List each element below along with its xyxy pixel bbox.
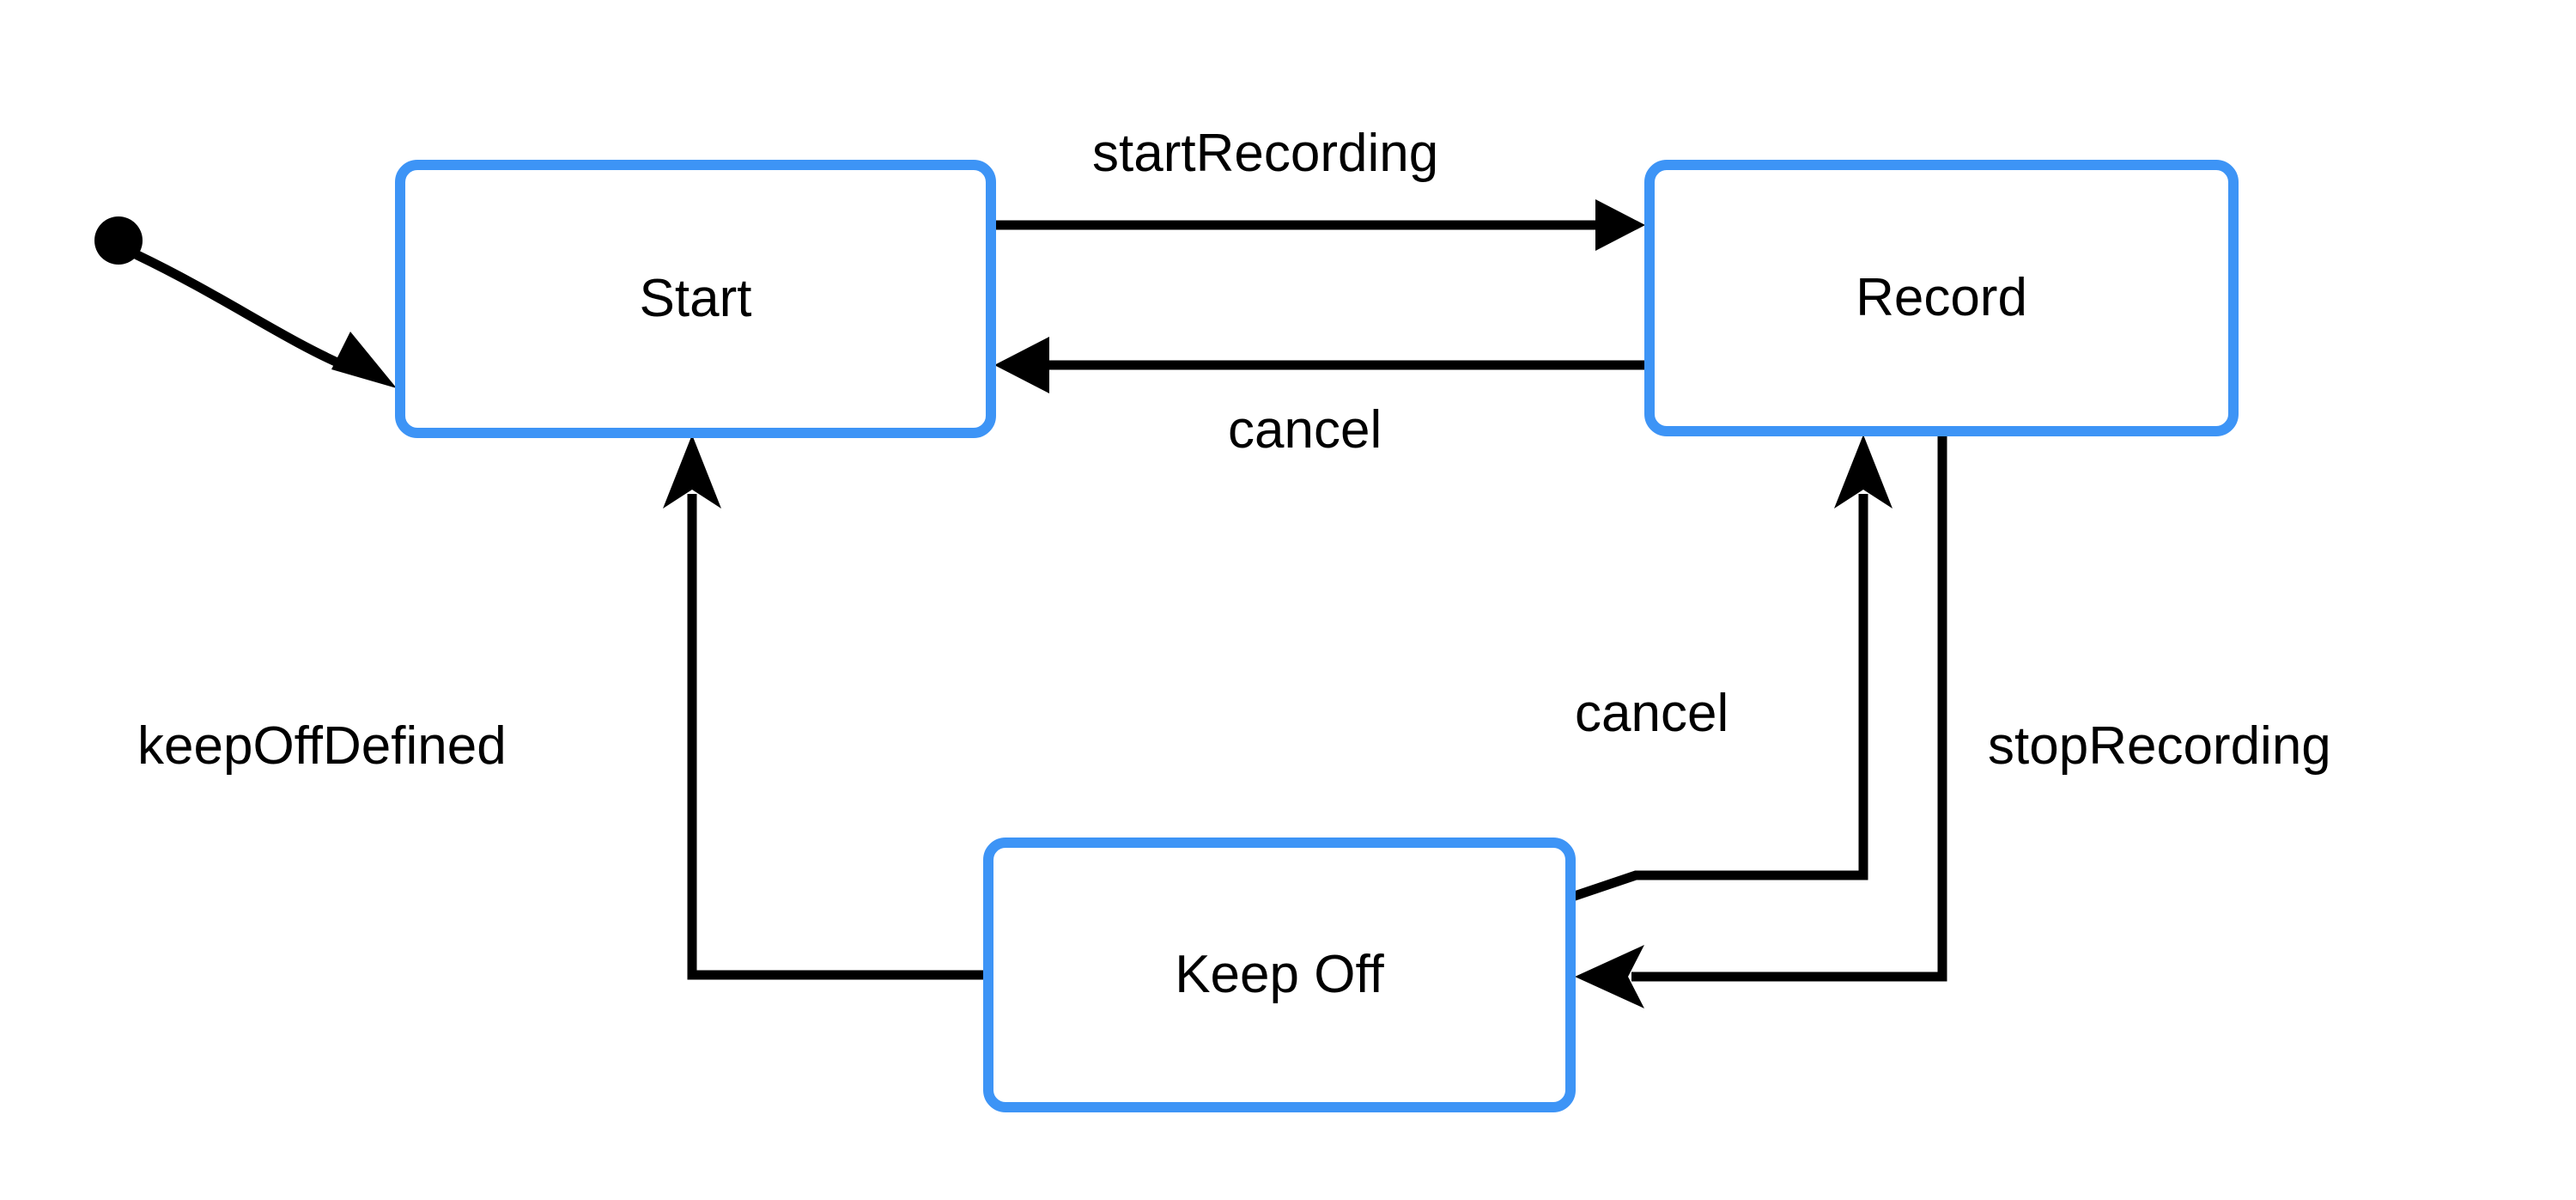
state-label-record: Record <box>1856 268 2027 327</box>
state-node-keep-off[interactable]: Keep Off <box>983 838 1576 1112</box>
state-node-record[interactable]: Record <box>1644 160 2239 436</box>
edge-keepoff-to-record[interactable] <box>1568 435 1893 903</box>
edge-record-to-keepoff[interactable] <box>1575 436 1947 1008</box>
arrowhead-keepoff-to-record <box>1834 435 1893 509</box>
state-label-start: Start <box>639 269 752 328</box>
edge-start-to-record[interactable] <box>996 199 1645 251</box>
edge-label-cancel-record-to-start: cancel <box>1228 400 1382 460</box>
edge-label-keep-off-defined: keepOffDefined <box>137 716 507 776</box>
edge-keepoff-to-start[interactable] <box>663 435 983 980</box>
arrowhead-initial-to-start <box>331 332 397 388</box>
arrowhead-start-to-record <box>1595 199 1645 251</box>
initial-state-dot <box>94 216 143 265</box>
state-node-start[interactable]: Start <box>395 160 996 438</box>
arrowhead-record-to-keepoff <box>1575 945 1644 1008</box>
edge-label-start-recording: startRecording <box>1092 124 1439 183</box>
edge-record-to-start[interactable] <box>994 337 1644 393</box>
edge-label-cancel-keep-off-to-record: cancel <box>1575 684 1729 743</box>
edge-label-stop-recording: stopRecording <box>1988 716 2331 776</box>
arrowhead-record-to-start <box>994 337 1049 393</box>
state-label-keep-off: Keep Off <box>1175 945 1384 1004</box>
edge-initial-to-start[interactable] <box>132 250 397 388</box>
arrowhead-keepoff-to-start <box>663 435 721 509</box>
